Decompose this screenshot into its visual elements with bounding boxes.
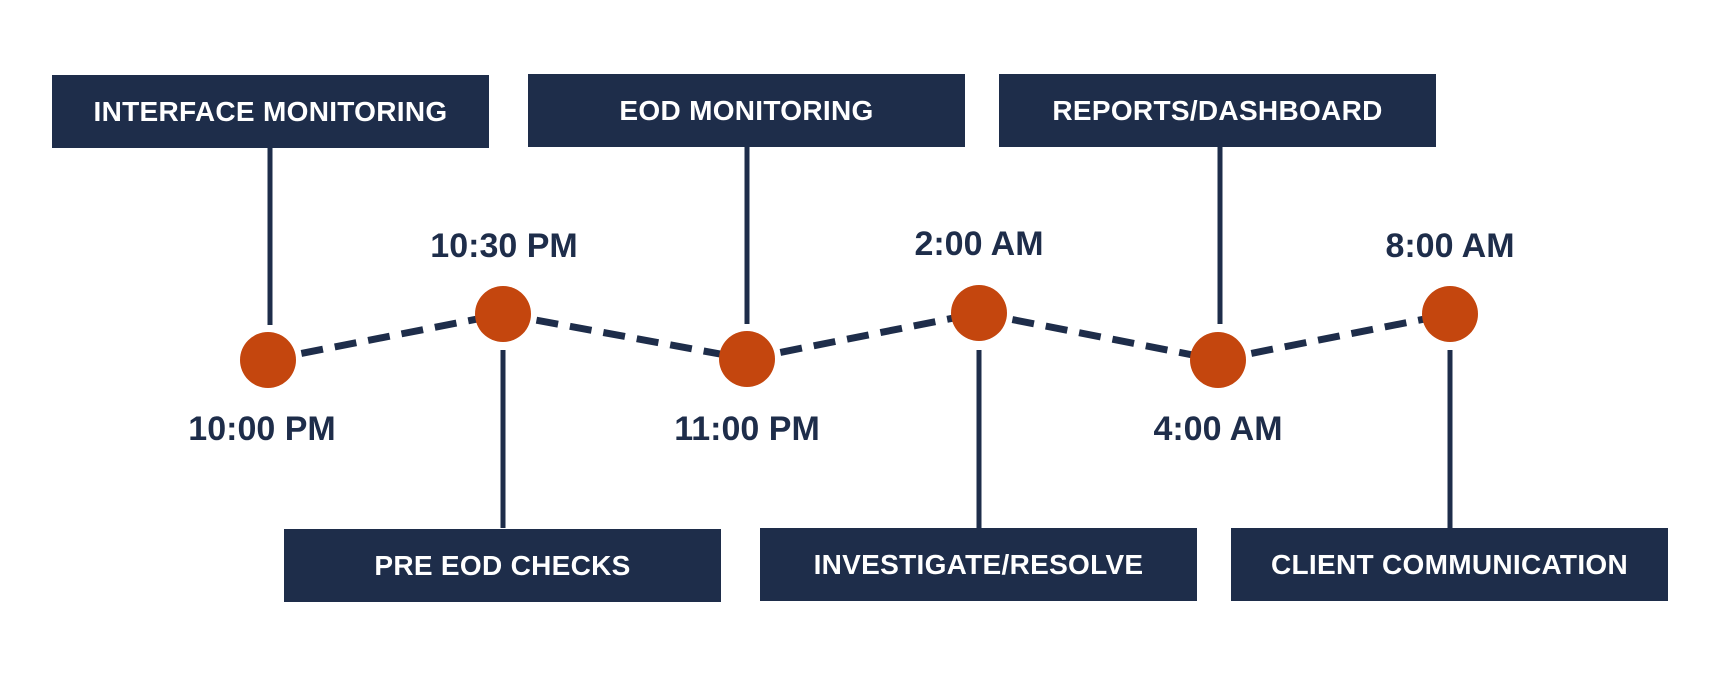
path-segment-5 [1217,310,1451,364]
milestone-dot-6 [1422,286,1478,342]
activity-box-6: CLIENT COMMUNICATION [1231,528,1668,601]
activity-label-5: REPORTS/DASHBOARD [1052,94,1383,126]
milestone-dot-5 [1190,332,1246,388]
milestone-dot-2 [475,286,531,342]
path-segment-3 [746,309,980,363]
time-label-3: 11:00 PM [674,410,820,448]
activity-box-1: INTERFACE MONITORING [52,75,489,148]
activity-box-2: PRE EOD CHECKS [284,529,721,602]
milestone-dot-1 [240,332,296,388]
activity-label-1: INTERFACE MONITORING [93,95,448,127]
time-label-4: 2:00 AM [914,225,1044,263]
activity-box-4: INVESTIGATE/RESOLVE [760,528,1197,601]
time-label-5: 4:00 AM [1153,410,1283,448]
activity-label-2: PRE EOD CHECKS [374,549,631,581]
activity-box-5: REPORTS/DASHBOARD [999,74,1436,147]
time-label-1: 10:00 PM [188,410,336,448]
path-segment-2 [502,310,748,363]
time-label-2: 10:30 PM [430,227,578,265]
activity-box-3: EOD MONITORING [528,74,965,147]
activity-label-6: CLIENT COMMUNICATION [1271,548,1628,580]
path-segment-4 [978,309,1219,364]
activity-label-3: EOD MONITORING [619,94,874,126]
milestone-dot-4 [951,285,1007,341]
timeline-path [267,309,1451,364]
activity-label-4: INVESTIGATE/RESOLVE [813,548,1144,580]
path-segment-1 [267,310,504,364]
time-label-6: 8:00 AM [1385,227,1515,265]
milestone-dot-3 [719,331,775,387]
